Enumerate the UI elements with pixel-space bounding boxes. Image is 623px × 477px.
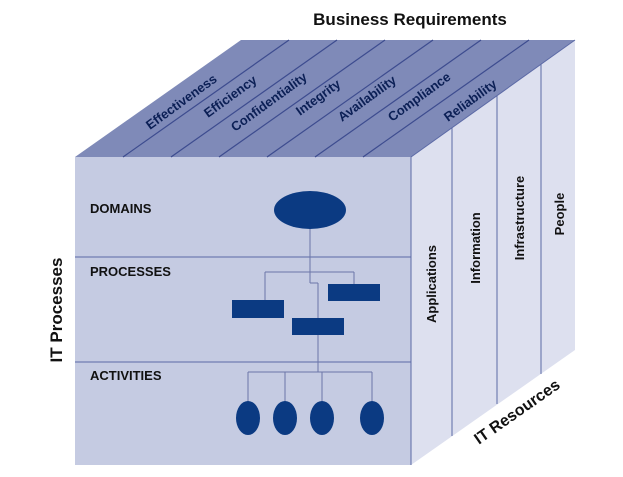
level-domains: DOMAINS <box>90 201 152 216</box>
level-activities: ACTIVITIES <box>90 368 162 383</box>
right-face-dividers <box>451 64 542 436</box>
cube-edges <box>410 39 576 465</box>
hierarchy-connectors <box>247 228 373 402</box>
process-node <box>328 284 380 301</box>
cube-top-face <box>75 40 575 157</box>
process-node <box>232 300 284 318</box>
it-processes-label: IT Processes <box>47 258 66 363</box>
activity-node <box>273 401 297 435</box>
business-requirements-title: Business Requirements <box>313 10 507 29</box>
process-level-labels: DOMAINS PROCESSES ACTIVITIES <box>90 201 171 383</box>
resource-applications: Applications <box>424 245 439 323</box>
activity-node <box>310 401 334 435</box>
front-face-dividers <box>75 256 411 363</box>
process-node <box>292 318 344 335</box>
activity-node <box>360 401 384 435</box>
activity-node <box>236 401 260 435</box>
resource-information: Information <box>468 212 483 284</box>
resource-people: People <box>552 193 567 236</box>
domain-node <box>274 191 346 229</box>
top-face-dividers <box>122 39 530 158</box>
level-processes: PROCESSES <box>90 264 171 279</box>
it-resources-labels: Applications Information Infrastructure … <box>424 176 567 323</box>
resource-infrastructure: Infrastructure <box>512 176 527 261</box>
